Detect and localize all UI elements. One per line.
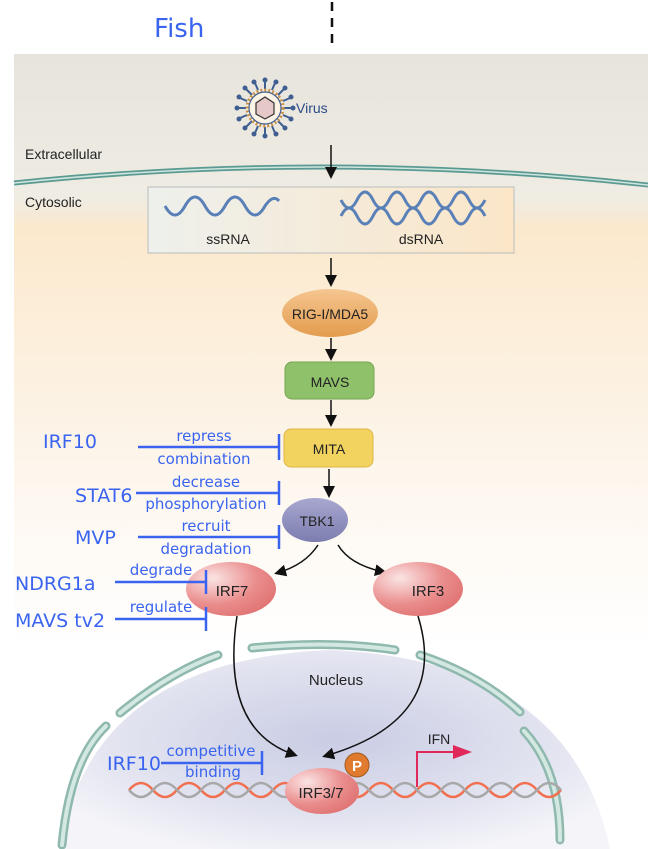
extracellular-label: Extracellular [25,146,102,162]
nucleus-label: Nucleus [309,672,363,689]
regulator-action-detail: combination [157,450,250,468]
ifn-arrowhead [453,745,472,759]
regulator-name: STAT6 [75,485,132,507]
regulator-irf10-mita: IRF10 repress combination [43,427,281,468]
regulator-action: recruit [181,517,230,535]
mavs-node [284,361,375,400]
cytosolic-label: Cytosolic [25,194,82,210]
title: Fish [154,14,204,44]
regulator-name: IRF10 [43,431,97,453]
regulator-action: competitive [167,742,256,760]
regulator-action: regulate [130,598,193,616]
tbk1-label: TBK1 [299,513,334,529]
rna-box [147,186,515,254]
regulator-name: MVP [75,527,116,549]
regulator-name: NDRG1a [15,573,96,595]
regulator-ndrg1a-irf7: NDRG1a degrade [15,561,208,595]
dsrna-icon [339,190,487,226]
virus-icon [234,77,296,139]
ifn-arrow [416,751,455,787]
regulator-action: repress [176,427,231,445]
irf3-label: IRF3 [412,583,445,600]
arrow-irf7-nucleus [233,615,298,758]
regulator-action-detail: binding [185,763,241,781]
irf3-node [373,562,463,616]
regulator-action-detail: phosphorylation [145,495,266,513]
regulator-action: degrade [130,561,192,579]
rig-label: RIG-I/MDA5 [292,306,368,322]
mita-label: MITA [313,441,346,457]
regulator-name: MAVS tv2 [15,610,105,632]
mita-node [283,428,374,468]
ssrna-label: ssRNA [206,231,250,247]
nuclear-envelope [57,639,565,849]
irf37-node [285,768,359,814]
rig-node [282,289,378,337]
regulator-mvp-tbk1: MVP recruit degradation [75,517,281,558]
ssrna-icon [163,195,281,217]
regulator-irf10-irf37: IRF10 competitive binding [107,742,264,781]
arrow-tbk1-irf7 [274,544,319,577]
mavs-label: MAVS [311,374,350,390]
regulator-stat6-tbk1: STAT6 decrease phosphorylation [75,473,281,513]
regulator-name: IRF10 [107,753,161,775]
irf7-node [186,562,276,616]
ifn-label: IFN [428,731,451,747]
regulator-action: decrease [172,473,240,491]
virus-label: Virus [296,100,328,116]
dsrna-label: dsRNA [399,231,444,247]
arrow-irf3-nucleus [322,615,426,760]
arrow-tbk1-irf3 [337,544,387,577]
regulator-action-detail: degradation [160,540,251,558]
irf37-label: IRF3/7 [298,785,343,802]
regulator-mavstv2-irf7: MAVS tv2 regulate [15,598,208,632]
irf7-label: IRF7 [216,583,249,600]
phospho-icon [344,752,370,778]
tbk1-node [282,498,348,542]
phospho-label: P [352,758,362,775]
